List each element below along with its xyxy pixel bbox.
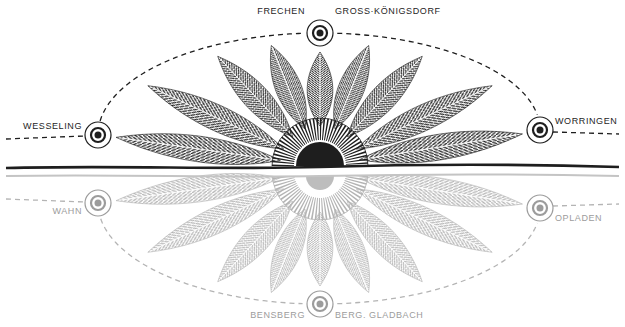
town-label: BENSBERG [250, 310, 305, 321]
town-symbol [306, 290, 334, 318]
river-line [6, 165, 619, 168]
dashed-ring-road [337, 223, 537, 304]
town-symbol [526, 116, 554, 144]
town-symbol [84, 189, 112, 217]
dashed-road [6, 199, 85, 202]
dashed-ring-road [100, 33, 302, 121]
radial-leaves [114, 41, 524, 174]
town-symbol [84, 121, 112, 149]
town-symbol [306, 19, 334, 47]
reflected-ring [272, 176, 368, 220]
sunburst-ring [272, 118, 368, 166]
town-circle: BENSBERGBERG. GLADBACH [306, 290, 334, 318]
dashed-road [553, 204, 619, 206]
sunburst-gap [295, 141, 345, 166]
town-label: WAHN [52, 206, 82, 217]
reflected-leaves [114, 165, 524, 298]
town-symbol [526, 194, 554, 222]
town-circle: OPLADEN [526, 194, 554, 222]
reflected-sunburst [283, 176, 357, 209]
dashed-road [6, 136, 85, 139]
dashed-road [553, 132, 619, 134]
town-label: GROSS·KÖNIGSDORF [335, 6, 441, 17]
dashed-ring-road [337, 33, 537, 115]
town-label: WORRINGEN [555, 116, 617, 127]
town-circle: WAHN [84, 189, 112, 217]
dashed-ring-road [101, 219, 303, 304]
sunburst [283, 129, 357, 166]
town-circle: FRECHENGROSS·KÖNIGSDORF [306, 19, 334, 47]
reflected-river-line [6, 175, 619, 177]
town-label: OPLADEN [555, 213, 602, 224]
town-label: BERG. GLADBACH [335, 310, 423, 321]
reflected-half-disk [306, 176, 334, 190]
town-label: WESSELING [23, 121, 82, 132]
town-label: FRECHEN [257, 6, 305, 17]
town-circle: WESSELING [84, 121, 112, 149]
city-half-disk [296, 142, 344, 166]
town-circle: WORRINGEN [526, 116, 554, 144]
